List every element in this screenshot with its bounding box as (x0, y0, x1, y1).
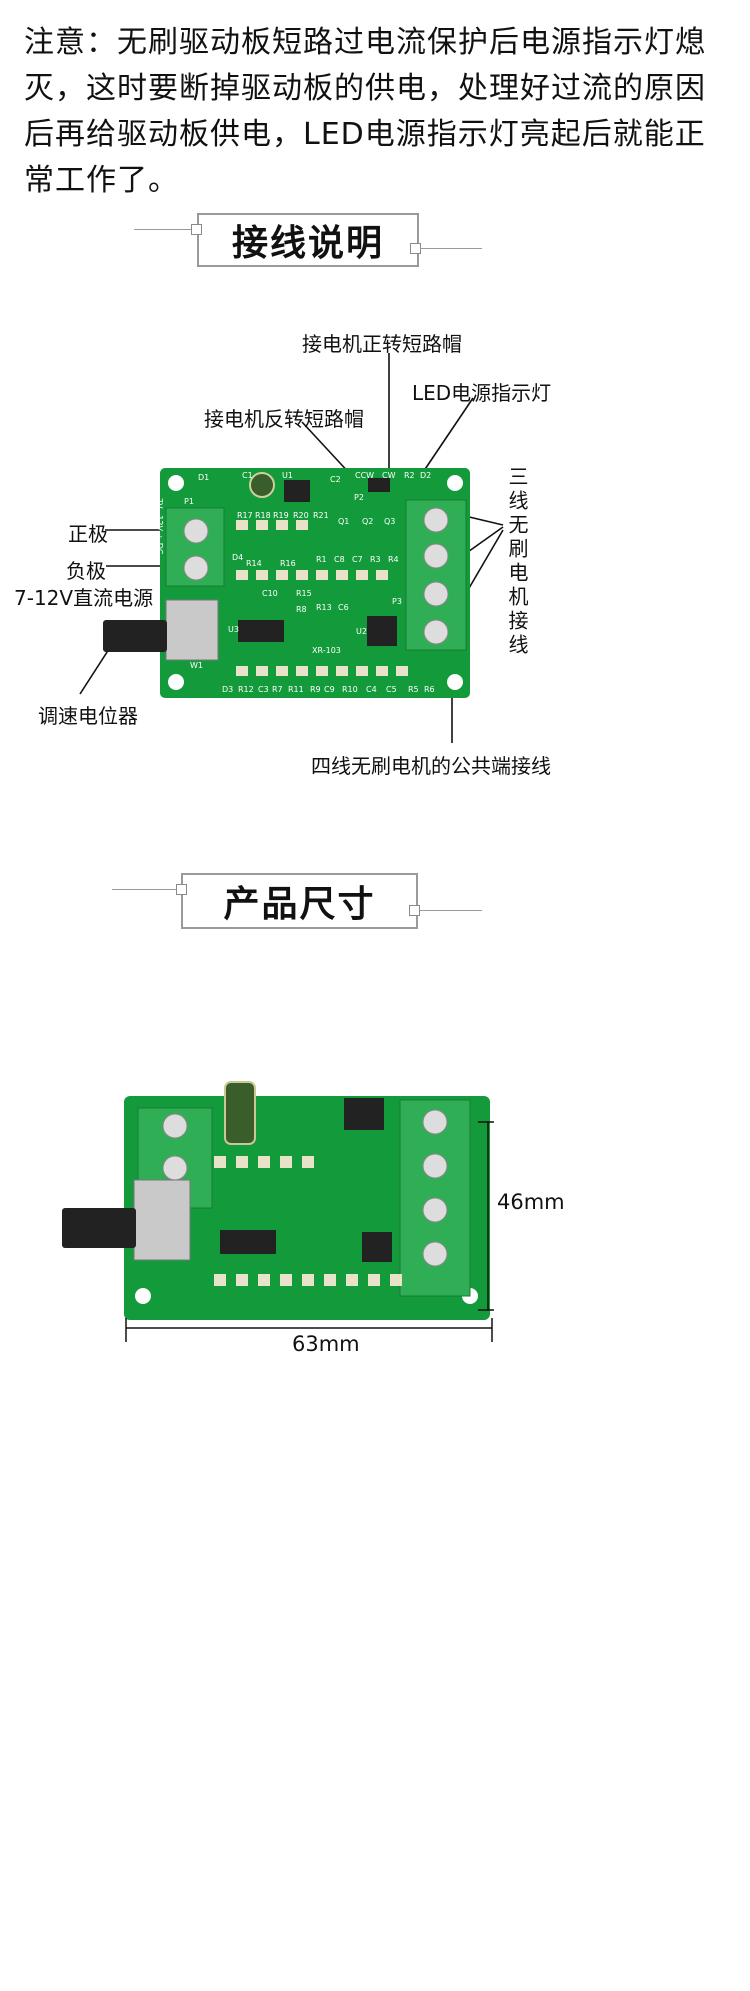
silk-d3: D3 (222, 685, 233, 694)
silk-c9: C9 (324, 685, 335, 694)
silk-r2: R2 (404, 471, 415, 480)
silk-r15: R15 (296, 589, 312, 598)
silk-r9: R9 (310, 685, 321, 694)
silk-c6: C6 (338, 603, 349, 612)
silk-d4: D4 (232, 553, 243, 562)
silk-u3: U3 (228, 625, 239, 634)
silk-r10: R10 (342, 685, 358, 694)
silk-ccw: CCW (355, 471, 374, 480)
silk-r20: R20 (293, 511, 309, 520)
silk-r5: R5 (408, 685, 419, 694)
silk-r14: R14 (246, 559, 262, 568)
warning-note: 注意：无刷驱动板短路过电流保护后电源指示灯熄灭，这时要断掉驱动板的供电，处理好过… (24, 25, 706, 198)
silk-vin: 7V~12V + DC - (155, 498, 164, 560)
label-three-wire: 三线无刷电机接线 (505, 466, 529, 658)
silk-cw: CW (382, 471, 396, 480)
wiring-diagram: D1 C1 U1 C2 CCW CW P2 R2 D2 P1 R17 R18 R… (79, 353, 504, 743)
wiring-section-title: 接线说明 (197, 213, 419, 267)
section-dot (409, 905, 420, 916)
label-positive: 正极 (68, 522, 108, 546)
section-line-right (420, 910, 482, 911)
width-dimension: 63mm (292, 1332, 360, 1356)
silk-r18: R18 (255, 511, 271, 520)
silk-r6: R6 (424, 685, 435, 694)
silk-c10: C10 (262, 589, 278, 598)
silk-c3: C3 (258, 685, 269, 694)
silk-w1: W1 (190, 661, 203, 670)
silk-r16: R16 (280, 559, 296, 568)
label-power: 7-12V直流电源 (14, 586, 154, 610)
silk-u1: U1 (282, 471, 293, 480)
silk-r17: R17 (237, 511, 253, 520)
silk-c5: C5 (386, 685, 397, 694)
silk-q3: Q3 (384, 517, 395, 526)
size-section-title: 产品尺寸 (181, 873, 418, 929)
label-led-indicator: LED电源指示灯 (412, 381, 552, 405)
silk-r7: R7 (272, 685, 283, 694)
silk-p1: P1 (184, 497, 194, 506)
silk-q2: Q2 (362, 517, 373, 526)
silk-c4: C4 (366, 685, 377, 694)
silk-r3: R3 (370, 555, 381, 564)
silk-p2: P2 (354, 493, 364, 502)
label-common: 四线无刷电机的公共端接线 (311, 754, 551, 778)
section-line-right (420, 248, 482, 249)
silk-u2: U2 (356, 627, 367, 636)
label-potentiometer: 调速电位器 (38, 704, 138, 728)
section-dot (176, 884, 187, 895)
silk-r21: R21 (313, 511, 329, 520)
height-dimension: 46mm (497, 1190, 565, 1214)
silk-q1: Q1 (338, 517, 349, 526)
silk-c7: C7 (352, 555, 363, 564)
silk-p3: P3 (392, 597, 402, 606)
label-negative: 负极 (66, 559, 106, 583)
silk-r19: R19 (273, 511, 289, 520)
silk-c1: C1 (242, 471, 253, 480)
section-line-left (112, 889, 182, 890)
silk-r1: R1 (316, 555, 327, 564)
label-forward-jumper: 接电机正转短路帽 (302, 332, 462, 356)
silk-r13: R13 (316, 603, 332, 612)
section-line-left (134, 229, 198, 230)
silk-d1: D1 (198, 473, 209, 482)
silk-c8: C8 (334, 555, 345, 564)
silk-r11: R11 (288, 685, 304, 694)
silk-r4: R4 (388, 555, 399, 564)
silk-r12: R12 (238, 685, 254, 694)
label-reverse-jumper: 接电机反转短路帽 (204, 407, 364, 431)
size-diagram (62, 1081, 494, 1342)
silk-c2: C2 (330, 475, 341, 484)
silk-r8: R8 (296, 605, 307, 614)
section-dot (191, 224, 202, 235)
silk-d2: D2 (420, 471, 431, 480)
silk-model: XR-103 (312, 646, 341, 655)
